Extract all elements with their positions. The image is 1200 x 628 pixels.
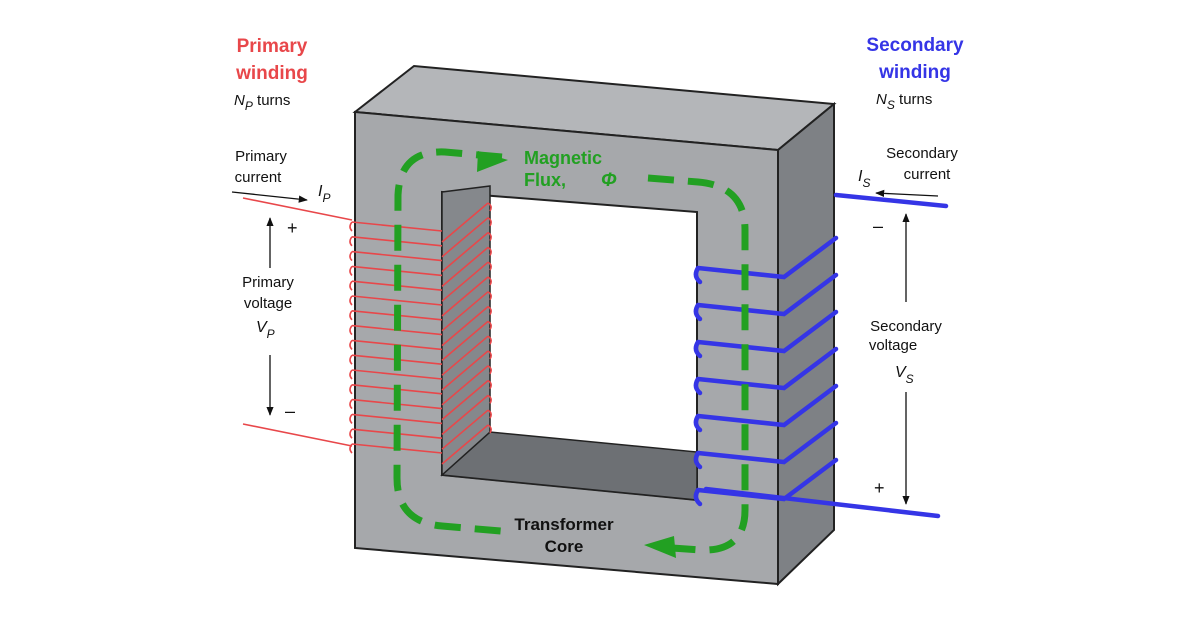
flux-path-right xyxy=(647,174,749,554)
primary-coil-turn-back xyxy=(441,261,489,302)
secondary-coil-turn xyxy=(693,235,839,285)
core-label-line2: Core xyxy=(545,537,584,556)
primary-leads xyxy=(242,197,353,447)
primary-voltage-symbol: V xyxy=(256,319,268,336)
primary-coil-turn-back xyxy=(441,291,489,332)
primary-turns-symbol: N xyxy=(234,92,245,109)
primary-turns-label: NP turns xyxy=(234,92,290,113)
primary-coil-turn-back xyxy=(441,365,489,406)
primary-turns-text: turns xyxy=(253,92,291,109)
primary-voltage-subscript: P xyxy=(267,327,275,341)
secondary-coil-turn xyxy=(693,383,839,433)
secondary-plus-sign: + xyxy=(874,478,885,498)
primary-current-line2: current xyxy=(235,169,283,186)
core-window-left xyxy=(441,185,491,477)
secondary-coil-turn xyxy=(693,420,839,470)
secondary-current-line1: Secondary xyxy=(886,145,958,162)
primary-coil-turn-back xyxy=(441,202,489,243)
primary-coil-turn-back xyxy=(441,335,489,376)
secondary-title-line2: winding xyxy=(878,62,951,83)
primary-coil-turn-back xyxy=(441,217,489,258)
secondary-title-line1: Secondary xyxy=(866,35,964,56)
primary-minus-sign: – xyxy=(285,401,295,421)
primary-current-subscript: P xyxy=(322,191,330,205)
primary-bottom-lead xyxy=(242,423,353,447)
primary-coil-turn-back xyxy=(441,320,489,362)
primary-top-lead xyxy=(242,197,353,221)
secondary-current-line2: current xyxy=(904,166,952,183)
primary-title-line2: winding xyxy=(235,63,308,84)
secondary-voltage-subscript: S xyxy=(906,372,914,386)
secondary-voltage-label: VS xyxy=(895,364,914,386)
primary-turns-subscript: P xyxy=(245,99,253,113)
flux-arrow-bottom xyxy=(644,536,676,558)
primary-coil-turn-back xyxy=(441,231,489,273)
secondary-voltage-line2: voltage xyxy=(869,337,917,354)
primary-coil-turn-back xyxy=(441,424,489,465)
flux-label-line1: Magnetic xyxy=(524,148,602,168)
secondary-current-arrow xyxy=(875,189,939,198)
primary-current-arrow xyxy=(231,191,308,203)
primary-voltage-label: VP xyxy=(256,319,275,341)
primary-coil-turn-back xyxy=(441,276,489,317)
primary-coil-turn-back xyxy=(441,305,489,347)
secondary-turns-text: turns xyxy=(895,91,933,108)
primary-title-line1: Primary xyxy=(237,36,308,57)
secondary-current-subscript: S xyxy=(862,176,870,190)
primary-current-line1: Primary xyxy=(235,148,287,165)
secondary-coil-turn xyxy=(693,309,839,359)
transformer-core xyxy=(352,64,837,587)
primary-coil-turn xyxy=(349,231,492,262)
secondary-turns-label: NS turns xyxy=(876,91,932,112)
primary-current-symbol: I xyxy=(318,183,323,200)
flux-label-line2: Flux, xyxy=(524,170,566,190)
primary-coil-turn-back xyxy=(441,379,489,421)
secondary-winding xyxy=(693,235,839,507)
secondary-current-label: IS xyxy=(858,168,870,190)
secondary-coil-turn xyxy=(693,346,839,396)
core-side-face xyxy=(777,101,835,587)
primary-plus-sign: + xyxy=(287,218,298,238)
core-front-face xyxy=(354,110,779,586)
primary-voltage-line1: Primary xyxy=(242,274,294,291)
secondary-top-lead xyxy=(833,192,949,209)
secondary-current-symbol: I xyxy=(858,168,863,185)
flux-arrow-top xyxy=(477,151,508,172)
primary-coil-turn-back xyxy=(441,350,489,391)
secondary-minus-sign: – xyxy=(873,216,883,236)
primary-current-label: IP xyxy=(318,183,330,205)
magnetic-flux-path xyxy=(393,148,749,558)
secondary-leads xyxy=(703,192,949,519)
primary-coil-turn xyxy=(349,394,492,425)
secondary-turns-symbol: N xyxy=(876,91,887,108)
primary-coil-turn-back xyxy=(441,246,489,288)
core-label-line1: Transformer xyxy=(514,515,614,534)
primary-voltage-line2: voltage xyxy=(244,295,292,312)
flux-symbol: Φ xyxy=(601,170,617,191)
secondary-coil-turn xyxy=(693,272,839,322)
primary-coil-turn xyxy=(349,350,492,380)
secondary-turns-subscript: S xyxy=(887,98,895,112)
primary-coil-turn xyxy=(349,276,492,306)
secondary-bottom-lead xyxy=(703,486,941,519)
secondary-voltage-symbol: V xyxy=(895,364,907,381)
primary-coil-turn-back xyxy=(441,394,489,436)
primary-coil-turn-back xyxy=(441,409,489,450)
secondary-voltage-line1: Secondary xyxy=(870,318,942,335)
